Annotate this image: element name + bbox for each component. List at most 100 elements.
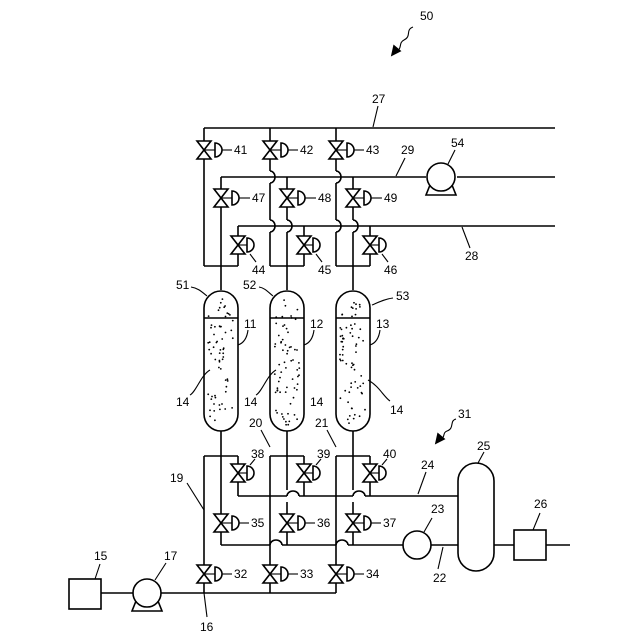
packing-dot	[220, 349, 222, 351]
packing-dot	[296, 418, 298, 420]
label-51: 51	[176, 278, 190, 292]
pump-17	[132, 563, 166, 611]
packing-dot	[219, 404, 221, 406]
packing-dot	[359, 304, 361, 306]
packing-dot	[282, 349, 284, 351]
label-14-d: 14	[390, 403, 404, 417]
label-39: 39	[317, 447, 331, 461]
valve-33	[263, 565, 298, 583]
packing-dot	[219, 307, 221, 309]
line-29	[221, 158, 555, 177]
packing-dot	[287, 331, 289, 333]
valve-35	[214, 456, 249, 545]
packing-dot	[228, 313, 230, 315]
valve-44	[231, 226, 256, 266]
packing-dot	[345, 363, 347, 365]
packing-dot	[277, 389, 279, 391]
label-16: 16	[200, 620, 214, 634]
packing-dot	[347, 401, 349, 403]
packing-dot	[220, 302, 222, 304]
packing-dot	[354, 381, 356, 383]
packing-dot	[218, 367, 220, 369]
packing-dot	[344, 390, 346, 392]
packing-dot	[352, 307, 354, 309]
packing-dot	[280, 371, 282, 373]
packing-dot	[278, 364, 280, 366]
valve-42	[263, 128, 298, 266]
packing-dot	[210, 398, 212, 400]
valve-32	[197, 565, 232, 583]
packing-dot	[275, 392, 277, 394]
packing-dot	[275, 410, 277, 412]
label-41: 41	[234, 143, 248, 157]
label-20: 20	[249, 416, 263, 430]
packing-dot	[210, 327, 212, 329]
label-29: 29	[401, 143, 415, 157]
packing-dot	[274, 373, 276, 375]
packing-dot	[218, 309, 220, 311]
packing-dot	[287, 424, 289, 426]
valve-37	[346, 456, 381, 545]
packing-dot	[288, 421, 290, 423]
packing-dot	[357, 387, 359, 389]
label-12: 12	[310, 317, 324, 331]
line-19	[187, 456, 204, 593]
packing-dot	[352, 364, 354, 366]
packing-dot	[207, 393, 209, 395]
label-45: 45	[318, 263, 332, 277]
packing-dot	[279, 391, 281, 393]
packing-dot	[285, 367, 287, 369]
packing-dot	[281, 413, 283, 415]
packing-dot	[346, 327, 348, 329]
packing-dot	[341, 341, 343, 343]
packing-dot	[219, 360, 221, 362]
label-28: 28	[465, 249, 479, 263]
valve-40	[363, 456, 387, 496]
packing-dot	[339, 354, 341, 356]
label-14-a: 14	[176, 395, 190, 409]
packing-dot	[349, 332, 351, 334]
packing-dot	[295, 318, 297, 320]
packing-dot	[219, 409, 221, 411]
line-28	[238, 226, 555, 248]
packing-dot	[348, 422, 350, 424]
label-13: 13	[376, 317, 390, 331]
label-27: 27	[372, 92, 386, 106]
packing-dot	[287, 413, 289, 415]
packing-dot	[214, 326, 216, 328]
packing-dot	[355, 351, 357, 353]
packing-dot	[227, 380, 229, 382]
packing-dot	[340, 397, 342, 399]
packing-dot	[360, 375, 362, 377]
label-14-b: 14	[244, 395, 258, 409]
column-13	[336, 291, 370, 456]
packing-dot	[289, 347, 291, 349]
valve-38	[231, 456, 255, 496]
packing-dot	[282, 325, 284, 327]
packing-dot	[294, 387, 296, 389]
line-24	[238, 472, 458, 496]
packing-dot	[351, 408, 353, 410]
packing-dot	[341, 329, 343, 331]
packing-dot	[354, 369, 356, 371]
packing-dot	[231, 407, 233, 409]
packing-dot	[351, 316, 353, 318]
packing-dot	[298, 362, 300, 364]
packing-dot	[225, 379, 227, 381]
packing-dot	[209, 341, 211, 343]
packing-dot	[209, 409, 211, 411]
packing-dot	[342, 354, 344, 356]
packing-dot	[275, 316, 277, 318]
packing-dot	[225, 391, 227, 393]
packing-dot	[358, 337, 360, 339]
packing-dot	[227, 378, 229, 380]
label-32: 32	[234, 567, 248, 581]
label-49: 49	[384, 191, 398, 205]
label-37: 37	[383, 516, 397, 530]
packing-dot	[221, 338, 223, 340]
packing-dot	[286, 328, 288, 330]
label-17: 17	[164, 549, 178, 563]
packing-dot	[355, 308, 357, 310]
label-53: 53	[396, 289, 410, 303]
